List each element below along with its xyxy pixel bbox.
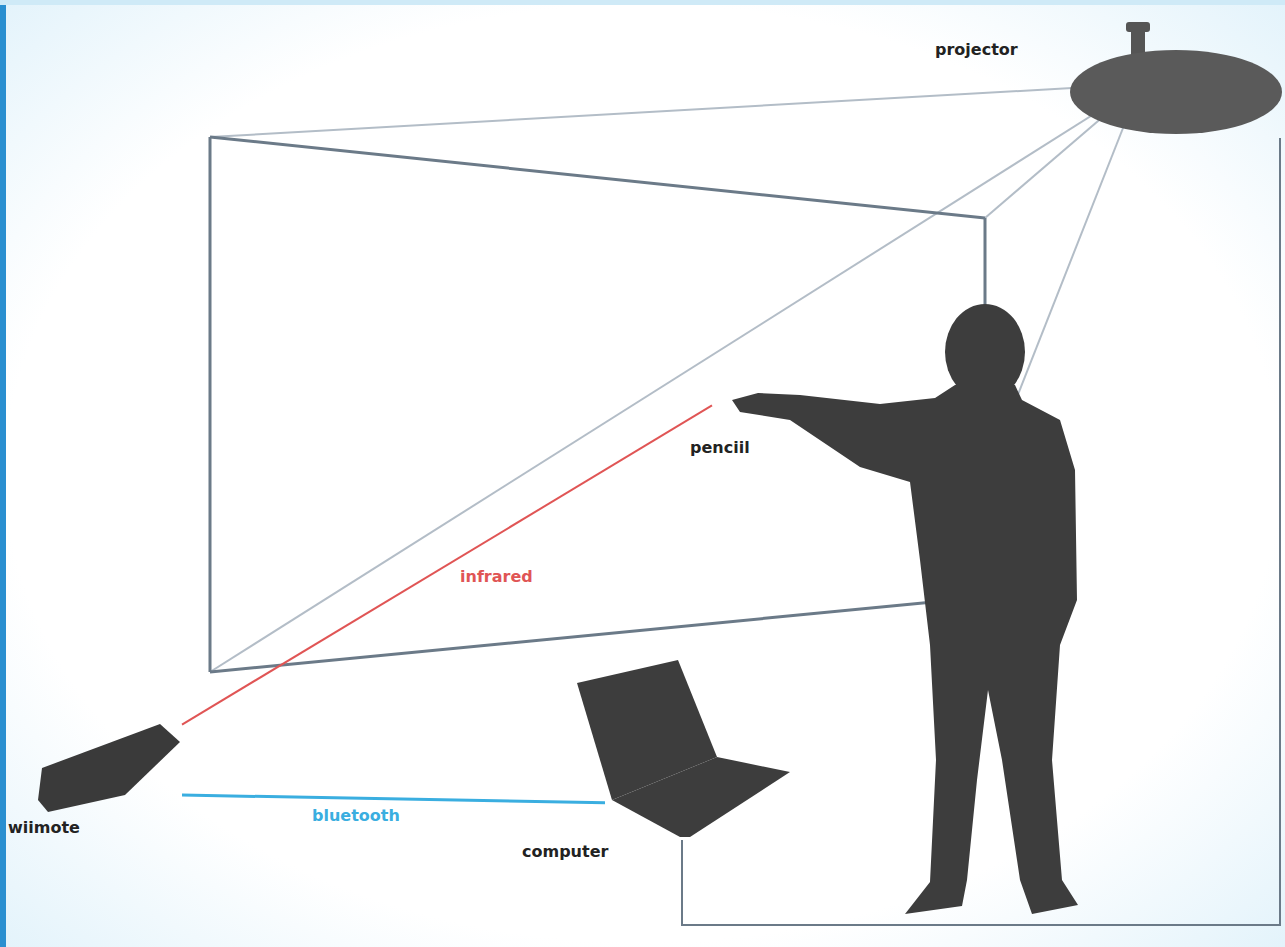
presenter-silhouette xyxy=(732,304,1078,914)
wiimote-node: wiimote xyxy=(38,722,182,815)
link-label: bluetooth xyxy=(312,806,400,826)
laptop-icon xyxy=(577,660,790,837)
bluetooth-link xyxy=(182,795,605,803)
device-label: wiimote xyxy=(8,818,80,838)
device-label: computer xyxy=(522,842,608,862)
side-bar xyxy=(0,0,6,947)
projector-icon xyxy=(1070,22,1282,134)
pen-node: penciil xyxy=(712,390,770,412)
device-label: projector xyxy=(935,40,1018,60)
top-bar xyxy=(0,0,1285,5)
link-label: infrared xyxy=(460,567,533,587)
computer-node: computer xyxy=(605,658,792,840)
projector-node: projector xyxy=(1065,20,1282,138)
device-label: penciil xyxy=(690,438,750,458)
video-cable xyxy=(682,138,1280,925)
wiimote-icon xyxy=(38,724,180,812)
infrared-beam xyxy=(182,405,712,724)
